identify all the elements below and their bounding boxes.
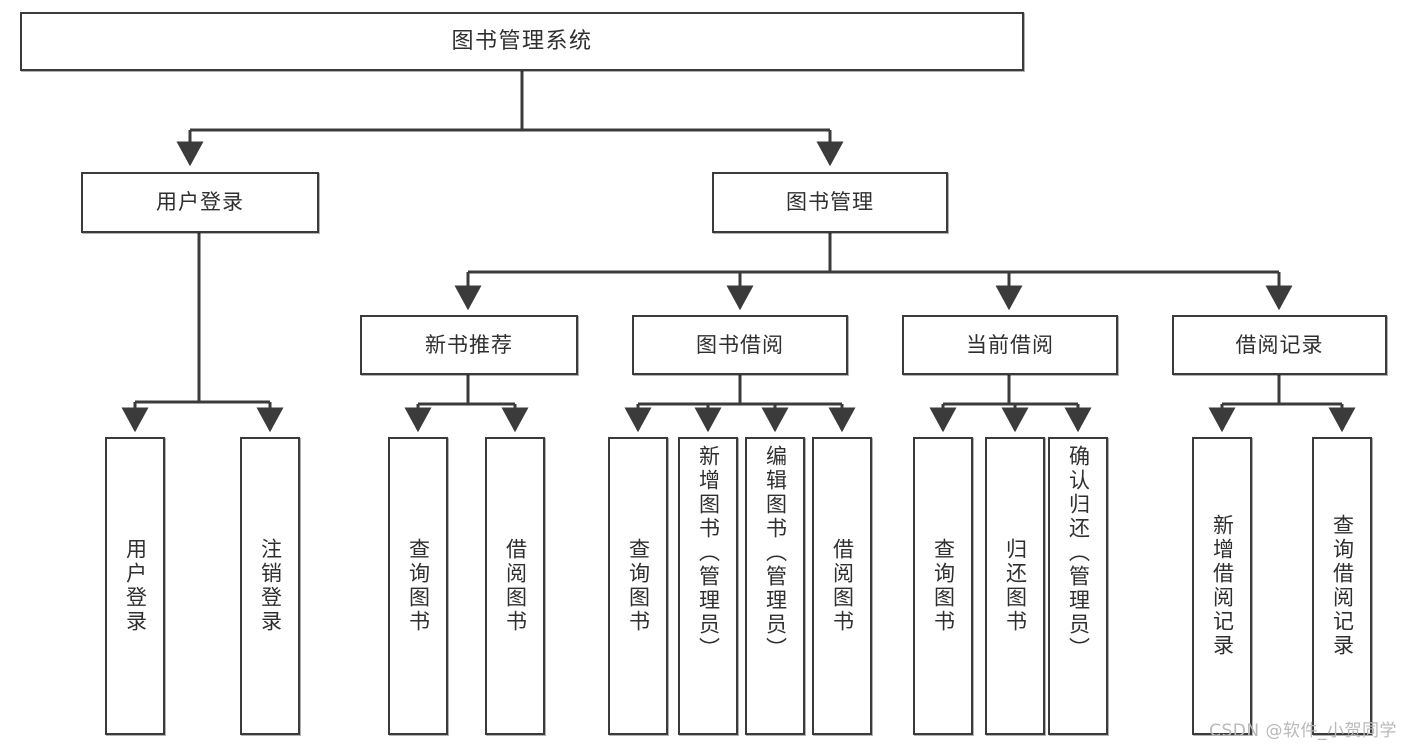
node-label: 归还图书 — [1003, 538, 1028, 634]
node-label: 图书管理系统 — [451, 28, 593, 54]
node-current-borrow[interactable]: 当前借阅 — [902, 315, 1118, 375]
leaf-borrow-book-2[interactable]: 借阅图书 — [812, 437, 872, 735]
leaf-query-book-1[interactable]: 查询图书 — [388, 437, 448, 735]
node-root-system[interactable]: 图书管理系统 — [20, 12, 1024, 71]
node-label: 编辑图书（管理员） — [763, 445, 788, 661]
node-label: 确认归还（管理员） — [1066, 445, 1091, 661]
leaf-edit-book-admin[interactable]: 编辑图书（管理员） — [745, 437, 805, 735]
leaf-query-book-3[interactable]: 查询图书 — [913, 437, 973, 735]
node-label: 用户登录 — [123, 538, 148, 634]
leaf-borrow-book-1[interactable]: 借阅图书 — [485, 437, 545, 735]
node-label: 借阅图书 — [503, 538, 528, 634]
leaf-user-login[interactable]: 用户登录 — [105, 437, 165, 735]
node-label: 注销登录 — [258, 538, 283, 634]
node-label: 查询借阅记录 — [1330, 514, 1355, 658]
node-borrow-record[interactable]: 借阅记录 — [1172, 315, 1387, 375]
node-book-manage[interactable]: 图书管理 — [712, 172, 948, 233]
node-label: 借阅记录 — [1235, 332, 1324, 357]
leaf-logout[interactable]: 注销登录 — [240, 437, 300, 735]
node-label: 当前借阅 — [966, 332, 1054, 357]
node-label: 查询图书 — [626, 538, 651, 634]
leaf-return-book[interactable]: 归还图书 — [985, 437, 1045, 735]
csdn-watermark: CSDN @软件_小贺同学 — [1209, 721, 1397, 741]
node-label: 新增借阅记录 — [1210, 514, 1235, 658]
leaf-query-book-2[interactable]: 查询图书 — [608, 437, 668, 735]
node-label: 图书借阅 — [696, 332, 784, 357]
node-label: 图书管理 — [786, 190, 874, 215]
leaf-add-book-admin[interactable]: 新增图书（管理员） — [678, 437, 738, 735]
node-label: 新书推荐 — [425, 332, 513, 357]
node-label: 借阅图书 — [830, 538, 855, 634]
leaf-add-borrow-record[interactable]: 新增借阅记录 — [1192, 437, 1252, 735]
leaf-confirm-return-admin[interactable]: 确认归还（管理员） — [1048, 437, 1108, 735]
node-new-book-recommend[interactable]: 新书推荐 — [360, 315, 578, 375]
node-book-borrow[interactable]: 图书借阅 — [632, 315, 848, 375]
node-label: 查询图书 — [931, 538, 956, 634]
node-label: 查询图书 — [406, 538, 431, 634]
node-label: 用户登录 — [156, 190, 244, 215]
leaf-query-borrow-record[interactable]: 查询借阅记录 — [1312, 437, 1372, 735]
node-label: 新增图书（管理员） — [696, 445, 721, 661]
node-user-login[interactable]: 用户登录 — [81, 172, 319, 233]
